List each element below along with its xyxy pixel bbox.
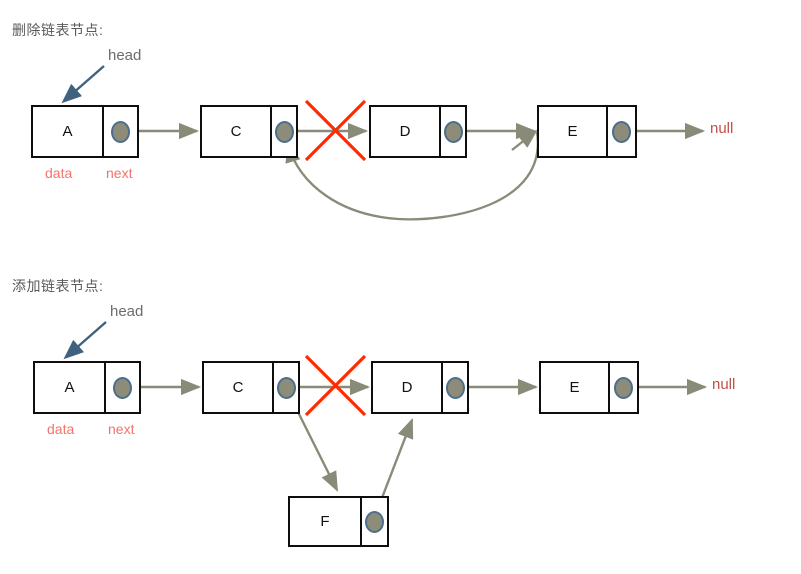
cross-out-icon-add xyxy=(304,354,367,417)
next-pointer-dot-icon xyxy=(111,120,130,143)
node-c-next-delete xyxy=(272,107,296,156)
node-c-next-add xyxy=(274,363,298,412)
node-d-data-add: D xyxy=(373,363,443,412)
null-label-delete: null xyxy=(710,120,734,137)
node-c-data-add: C xyxy=(204,363,274,412)
node-a-next-add xyxy=(106,363,139,412)
node-a-data-add: A xyxy=(35,363,106,412)
data-label-delete: data xyxy=(45,165,73,181)
next-label-delete: next xyxy=(106,165,133,181)
next-pointer-dot-icon xyxy=(276,376,296,399)
node-c-add[interactable]: C xyxy=(202,361,300,414)
node-e-add[interactable]: E xyxy=(539,361,639,414)
node-a-data-delete: A xyxy=(33,107,104,156)
next-pointer-dot-icon xyxy=(614,376,633,399)
node-c-data-delete: C xyxy=(202,107,272,156)
node-e-data-delete: E xyxy=(539,107,608,156)
next-pointer-dot-icon xyxy=(443,120,463,143)
node-e-delete[interactable]: E xyxy=(537,105,637,158)
head-arrow-add xyxy=(63,321,107,360)
null-label-add: null xyxy=(712,376,736,393)
node-f-next-add xyxy=(362,498,387,545)
section-title-delete: 删除链表节点: xyxy=(12,22,104,38)
node-a-delete[interactable]: A xyxy=(31,105,139,158)
node-e-data-add: E xyxy=(541,363,610,412)
node-f-data-add: F xyxy=(290,498,362,545)
node-a-add[interactable]: A xyxy=(33,361,141,414)
next-pointer-dot-icon xyxy=(274,120,294,143)
next-pointer-dot-icon xyxy=(612,120,631,143)
node-a-next-delete xyxy=(104,107,137,156)
node-d-data-delete: D xyxy=(371,107,441,156)
head-label-delete: head xyxy=(108,47,142,64)
head-label-add: head xyxy=(110,303,144,320)
node-d-next-delete xyxy=(441,107,465,156)
head-arrow-delete xyxy=(61,65,105,104)
next-pointer-dot-icon xyxy=(113,376,132,399)
relink-curve-head-e xyxy=(511,129,538,151)
node-d-next-add xyxy=(443,363,467,412)
next-pointer-dot-icon xyxy=(365,510,384,533)
next-pointer-dot-icon xyxy=(445,376,465,399)
data-label-add: data xyxy=(47,421,75,437)
section-title-add: 添加链表节点: xyxy=(12,278,104,294)
node-d-delete[interactable]: D xyxy=(369,105,467,158)
node-c-delete[interactable]: C xyxy=(200,105,298,158)
node-d-add[interactable]: D xyxy=(371,361,469,414)
node-e-next-delete xyxy=(608,107,635,156)
node-e-next-add xyxy=(610,363,637,412)
node-f-add[interactable]: F xyxy=(288,496,389,547)
cross-out-icon-delete xyxy=(304,99,367,162)
next-label-add: next xyxy=(108,421,135,437)
